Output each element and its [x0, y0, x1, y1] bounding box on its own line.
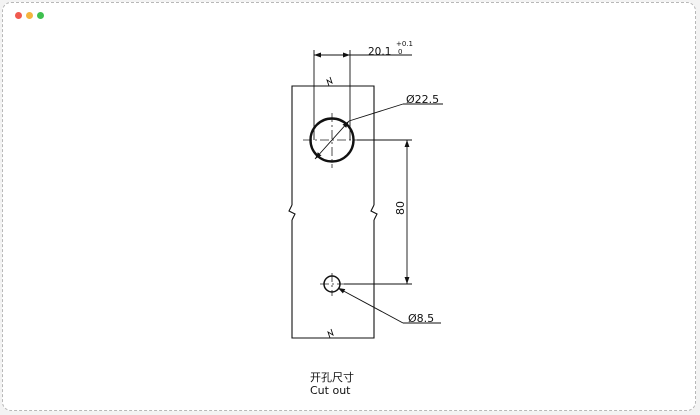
offset-tolerance-upper: +0.1: [396, 40, 413, 48]
large-hole-diameter-leader: [314, 103, 443, 160]
offset-tolerance-lower: 0: [398, 48, 402, 56]
hole-offset-dimension: [313, 50, 412, 140]
window-titlebar: [3, 3, 695, 27]
large-hole-diameter-label: Ø22.5: [406, 93, 439, 106]
small-hole: [323, 275, 341, 293]
offset-value: 20.1: [368, 46, 391, 58]
panel-outline: [288, 76, 378, 339]
small-hole-diameter-value: 8.5: [417, 312, 435, 325]
caption-english: Cut out: [310, 384, 351, 397]
document-window: [2, 2, 696, 411]
close-window-button[interactable]: [15, 12, 22, 19]
large-hole-diameter-value: 22.5: [415, 93, 440, 106]
small-hole-diameter-leader: [337, 287, 441, 324]
diameter-symbol: Ø: [406, 93, 415, 106]
hole-spacing-dimension: [344, 139, 412, 285]
diameter-symbol-small: Ø: [408, 312, 417, 325]
maximize-window-button[interactable]: [37, 12, 44, 19]
caption-chinese: 开孔尺寸: [310, 370, 354, 384]
large-hole: [309, 117, 355, 163]
small-hole-diameter-label: Ø8.5: [408, 312, 434, 325]
hole-spacing-value: 80: [394, 201, 407, 215]
minimize-window-button[interactable]: [26, 12, 33, 19]
